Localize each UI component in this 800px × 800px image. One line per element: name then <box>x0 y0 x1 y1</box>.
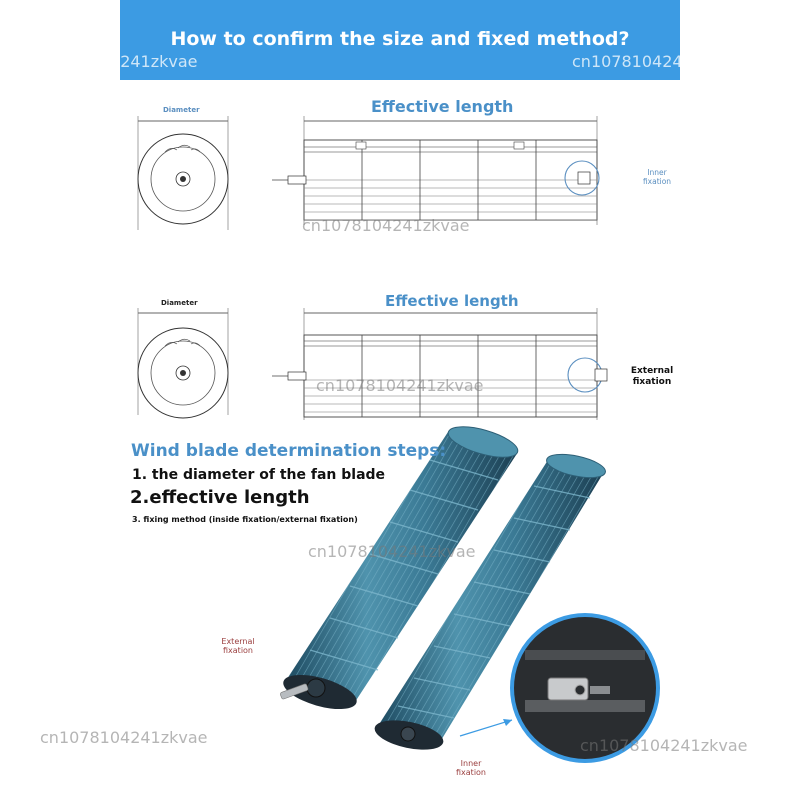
bottom-diagram <box>137 308 608 420</box>
inner-fixation-photo-label: Inner fixation <box>456 759 486 777</box>
external-fixation-label-bottom: External fixation <box>630 366 674 387</box>
steps-title: Wind blade determination steps: <box>131 441 447 461</box>
diameter-label-top: Diameter <box>163 106 200 114</box>
effective-length-label-top: Effective length <box>371 97 514 116</box>
step-1: 1. the diameter of the fan blade <box>132 467 386 483</box>
watermark: cn1078104241zkvae <box>308 542 476 561</box>
fan-blade-photo <box>280 426 660 763</box>
effective-length-label-bottom: Effective length <box>385 292 519 310</box>
fan-end-view-bottom <box>137 327 229 419</box>
inner-fixation-label-top: Inner fixation <box>642 168 672 186</box>
inset-closeup <box>510 613 660 763</box>
fan-blade-right <box>374 453 606 750</box>
fan-blade-left <box>280 426 519 710</box>
top-diagram <box>137 116 600 230</box>
diameter-label-bottom: Diameter <box>161 299 198 307</box>
banner-title: How to confirm the size and fixed method… <box>170 28 630 50</box>
step-3: 3. fixing method (inside fixation/extern… <box>132 515 358 524</box>
watermark: cn1078104241zkvae <box>40 728 208 747</box>
fan-side-view-top <box>272 116 600 225</box>
watermark: cn1078104241zkvae <box>572 52 740 71</box>
watermark: cn1078104241zkvae <box>580 736 748 755</box>
watermark: cn1078104241zkvae <box>302 216 470 235</box>
external-fixation-photo-label: External fixation <box>221 637 255 655</box>
title-banner: How to confirm the size and fixed method… <box>120 0 680 80</box>
watermark: cn1078104241zkvae <box>30 52 198 71</box>
pointer-arrow <box>459 719 513 737</box>
watermark: cn1078104241zkvae <box>316 376 484 395</box>
fan-side-view-bottom <box>272 308 608 420</box>
step-2: 2.effective length <box>130 487 310 508</box>
fan-end-view-top <box>137 133 229 225</box>
